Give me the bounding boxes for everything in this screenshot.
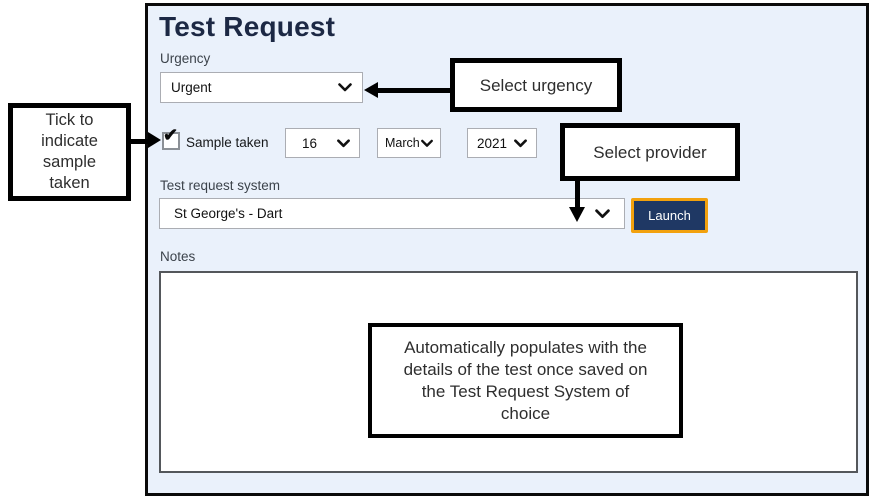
sample-month-value: March <box>385 136 420 150</box>
arrow-left-icon <box>364 82 378 98</box>
chevron-down-icon <box>338 83 352 92</box>
notes-label: Notes <box>160 249 196 264</box>
callout-tick-sample: Tick to indicate sample taken <box>8 103 131 201</box>
test-request-system-value: St George's - Dart <box>174 206 283 221</box>
arrow-to-urgency-line <box>377 88 451 93</box>
urgency-select[interactable]: Urgent <box>160 72 363 103</box>
chevron-down-icon <box>421 139 433 148</box>
chevron-down-icon <box>337 138 350 148</box>
checkmark-icon: ✔ <box>163 125 179 145</box>
callout-tick-sample-text: Tick to indicate sample taken <box>41 111 98 192</box>
sample-day-value: 16 <box>302 135 318 151</box>
chevron-down-icon <box>514 138 527 148</box>
arrow-to-checkbox-line <box>131 139 149 144</box>
arrow-down-icon <box>569 207 585 222</box>
arrow-right-icon <box>148 132 161 148</box>
chevron-down-icon <box>595 208 610 219</box>
page-title: Test Request <box>159 11 336 42</box>
sample-month-select[interactable]: March <box>377 128 441 158</box>
launch-button[interactable]: Launch <box>631 198 708 233</box>
callout-select-provider: Select provider <box>560 123 740 181</box>
callout-select-urgency: Select urgency <box>450 58 622 112</box>
sample-taken-label: Sample taken <box>186 135 269 150</box>
urgency-label: Urgency <box>160 51 211 66</box>
launch-button-label: Launch <box>648 208 691 223</box>
callout-notes-info: Automatically populates with the details… <box>368 323 683 438</box>
callout-select-urgency-text: Select urgency <box>479 75 593 95</box>
sample-year-value: 2021 <box>477 135 508 151</box>
sample-year-select[interactable]: 2021 <box>467 128 537 158</box>
sample-taken-checkbox[interactable] <box>162 132 180 150</box>
sample-day-select[interactable]: 16 <box>285 128 360 158</box>
arrow-to-provider-line <box>575 181 580 208</box>
callout-notes-info-text: Automatically populates with the details… <box>403 337 648 423</box>
test-request-system-label: Test request system <box>160 178 281 193</box>
urgency-select-value: Urgent <box>171 80 212 95</box>
test-request-system-select[interactable]: St George's - Dart <box>159 198 625 229</box>
callout-select-provider-text: Select provider <box>593 142 707 162</box>
